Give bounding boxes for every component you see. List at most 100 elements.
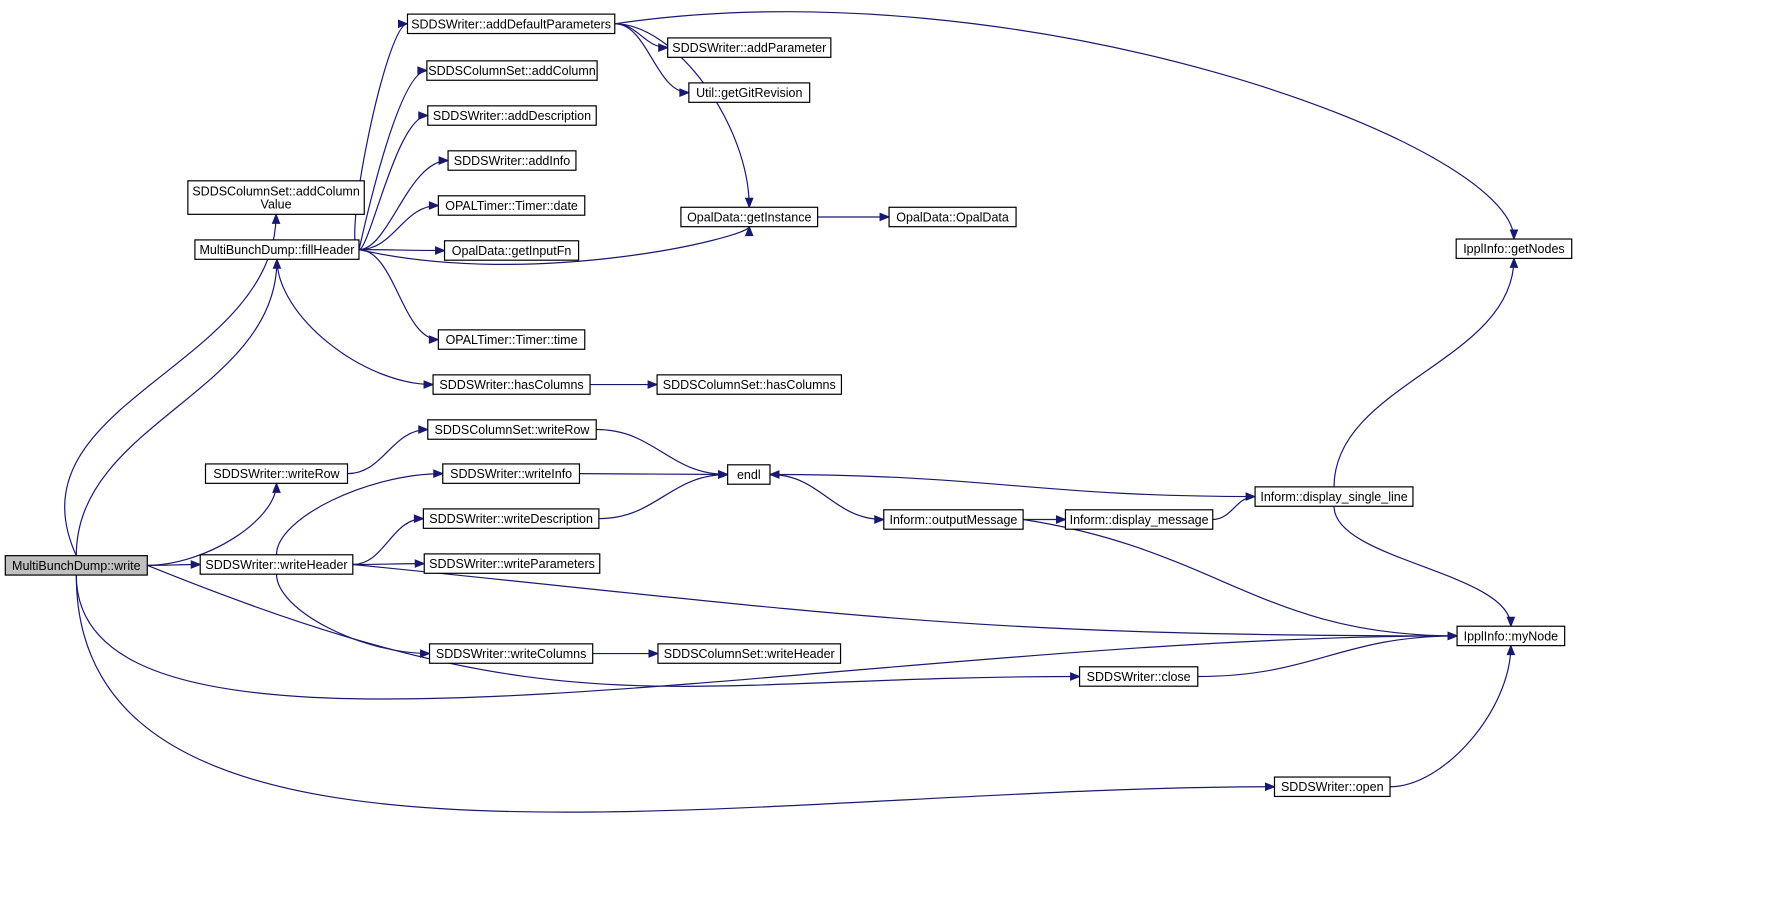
call-edge-fillHeader-to-hasColumns bbox=[276, 259, 435, 389]
edge-arrowhead bbox=[1509, 229, 1519, 241]
node-label: SDDSWriter::writeHeader bbox=[205, 558, 347, 572]
node-addColumn[interactable]: SDDSColumnSet::addColumn bbox=[426, 60, 598, 81]
node-box bbox=[1254, 486, 1414, 507]
node-label: SDDSWriter::writeInfo bbox=[450, 467, 572, 481]
node-box bbox=[1078, 666, 1199, 687]
node-displaySingleLine[interactable]: Inform::display_single_line bbox=[1254, 486, 1414, 507]
call-edge-addDefaultParameters-to-getNodes bbox=[614, 11, 1519, 241]
call-edge-writeHeader-to-writeDescription bbox=[352, 514, 425, 566]
node-box bbox=[680, 206, 819, 228]
node-addParameter[interactable]: SDDSWriter::addParameter bbox=[667, 37, 832, 58]
edge-arrowhead bbox=[1509, 257, 1519, 268]
edge-line bbox=[596, 428, 728, 476]
edge-line bbox=[275, 574, 430, 655]
edge-arrowhead bbox=[1264, 782, 1276, 792]
call-edge-addDefaultParameters-to-addParameter bbox=[614, 23, 670, 52]
call-edge-writeColumns-to-colsetWriteHeader bbox=[592, 649, 660, 658]
node-colsetWriteRow[interactable]: SDDSColumnSet::writeRow bbox=[427, 419, 597, 440]
edge-line bbox=[1197, 635, 1458, 678]
edge-line bbox=[64, 214, 277, 556]
edge-line bbox=[1023, 518, 1458, 637]
node-close[interactable]: SDDSWriter::close bbox=[1078, 666, 1199, 687]
node-getInstance[interactable]: OpalData::getInstance bbox=[680, 206, 819, 228]
edge-line bbox=[147, 483, 278, 566]
function-nodes: MultiBunchDump::write SDDSColumnSet::addC… bbox=[4, 13, 1573, 798]
node-box bbox=[194, 239, 360, 260]
node-label: SDDSWriter::writeParameters bbox=[429, 557, 595, 571]
edge-arrowhead bbox=[679, 88, 691, 97]
node-box bbox=[204, 463, 349, 484]
edge-line bbox=[354, 23, 408, 251]
edge-line bbox=[358, 226, 750, 265]
edge-arrowhead bbox=[420, 649, 431, 658]
node-addDefaultParameters[interactable]: SDDSWriter::addDefaultParameters bbox=[406, 13, 616, 35]
node-opalDataCtor[interactable]: OpalData::OpalData bbox=[888, 206, 1017, 228]
call-edge-fillHeader-to-getInputFn bbox=[358, 246, 446, 255]
edge-arrowhead bbox=[874, 515, 886, 524]
node-label: SDDSWriter::writeDescription bbox=[429, 512, 593, 526]
call-edge-writeDescription-to-endl bbox=[598, 470, 729, 520]
node-open[interactable]: SDDSWriter::open bbox=[1273, 776, 1391, 798]
node-addDescription[interactable]: SDDSWriter::addDescription bbox=[427, 105, 597, 126]
call-edge-fillHeader-to-timerDate bbox=[358, 201, 440, 251]
node-box bbox=[667, 37, 832, 58]
node-box bbox=[432, 374, 591, 395]
edge-arrowhead bbox=[658, 43, 670, 52]
node-box bbox=[443, 240, 580, 261]
call-edge-close-to-myNode bbox=[1197, 631, 1459, 678]
node-box bbox=[4, 555, 148, 576]
node-colsetWriteHeader[interactable]: SDDSColumnSet::writeHeader bbox=[657, 643, 842, 664]
node-myNode[interactable]: IpplInfo::myNode bbox=[1456, 625, 1566, 647]
node-label: IpplInfo::getNodes bbox=[1463, 242, 1564, 256]
node-writeRow[interactable]: SDDSWriter::writeRow bbox=[204, 463, 349, 484]
node-writeHeader[interactable]: SDDSWriter::writeHeader bbox=[199, 554, 354, 575]
node-hasColumns[interactable]: SDDSWriter::hasColumns bbox=[432, 374, 591, 395]
node-label: SDDSColumnSet::addColumn bbox=[192, 185, 359, 199]
node-outputMessage[interactable]: Inform::outputMessage bbox=[883, 509, 1024, 530]
node-getNodes[interactable]: IpplInfo::getNodes bbox=[1455, 238, 1573, 260]
call-edge-writeHeader-to-writeInfo bbox=[275, 469, 445, 555]
call-edge-outputMessage-to-displayMessage bbox=[1023, 515, 1067, 524]
edge-line bbox=[1390, 645, 1512, 788]
call-edge-writeHeader-to-writeParameters bbox=[352, 559, 426, 568]
node-writeDescription[interactable]: SDDSWriter::writeDescription bbox=[422, 508, 600, 529]
node-label: OpalData::OpalData bbox=[896, 210, 1009, 224]
edge-line bbox=[352, 518, 424, 566]
edge-arrowhead bbox=[397, 19, 409, 29]
call-edge-displaySingleLine-to-endl bbox=[768, 470, 1256, 498]
node-label: SDDSWriter::addParameter bbox=[672, 41, 826, 55]
node-getInputFn[interactable]: OpalData::getInputFn bbox=[443, 240, 580, 261]
node-write[interactable]: MultiBunchDump::write bbox=[4, 555, 148, 576]
node-endl[interactable]: endl bbox=[727, 464, 771, 485]
edge-line bbox=[1212, 495, 1256, 521]
node-box bbox=[406, 13, 616, 35]
node-label: SDDSWriter::addInfo bbox=[454, 154, 571, 168]
edge-line bbox=[614, 23, 689, 94]
edge-arrowhead bbox=[271, 212, 281, 224]
node-box bbox=[447, 150, 577, 171]
node-writeColumns[interactable]: SDDSWriter::writeColumns bbox=[428, 643, 594, 664]
node-fillHeader[interactable]: MultiBunchDump::fillHeader bbox=[194, 239, 360, 260]
node-label: SDDSWriter::addDescription bbox=[433, 109, 591, 123]
edge-arrowhead bbox=[413, 514, 425, 523]
node-writeParameters[interactable]: SDDSWriter::writeParameters bbox=[423, 553, 601, 574]
node-addInfo[interactable]: SDDSWriter::addInfo bbox=[447, 150, 577, 171]
node-colsetHasColumns[interactable]: SDDSColumnSet::hasColumns bbox=[656, 374, 843, 395]
node-timerTime[interactable]: OPALTimer::Timer::time bbox=[437, 329, 586, 350]
node-timerDate[interactable]: OPALTimer::Timer::date bbox=[437, 195, 586, 216]
node-getGitRevision[interactable]: Util::getGitRevision bbox=[688, 82, 811, 103]
edge-arrowhead bbox=[428, 335, 440, 344]
call-edge-hasColumns-to-colsetHasColumns bbox=[590, 380, 659, 389]
edge-line bbox=[769, 473, 884, 521]
edge-arrowhead bbox=[718, 470, 729, 479]
node-displayMessage[interactable]: Inform::display_message bbox=[1064, 509, 1214, 530]
node-label: SDDSWriter::hasColumns bbox=[439, 378, 583, 392]
edge-line bbox=[75, 259, 278, 556]
edge-arrowhead bbox=[417, 66, 429, 75]
call-edge-write-to-close bbox=[147, 564, 1081, 687]
call-edge-displaySingleLine-to-getNodes bbox=[1333, 257, 1519, 487]
node-box bbox=[1456, 625, 1566, 647]
node-writeInfo[interactable]: SDDSWriter::writeInfo bbox=[442, 463, 581, 484]
